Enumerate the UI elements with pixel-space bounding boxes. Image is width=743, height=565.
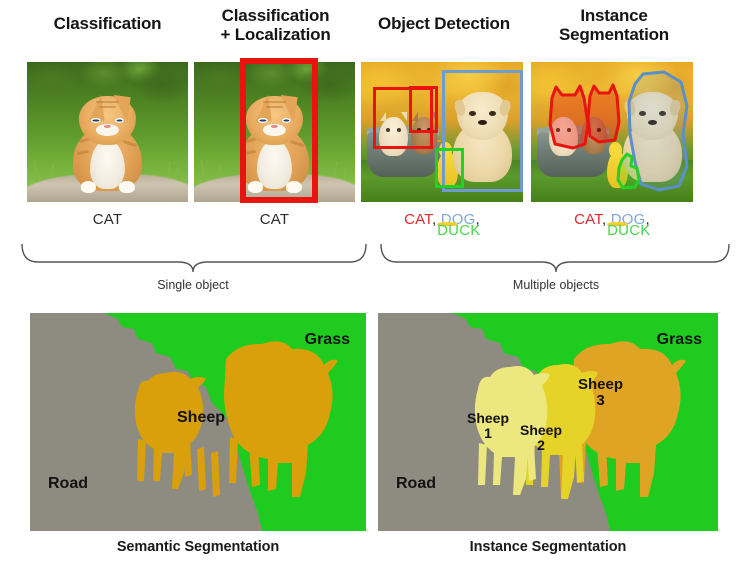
instance-label-sep-2: , xyxy=(645,211,650,228)
kitten-subject xyxy=(62,84,152,193)
dog-puppy xyxy=(617,90,688,183)
kitten-scene xyxy=(194,62,355,202)
region-sheep-shape xyxy=(134,341,338,497)
detection-label-duck: DUCK xyxy=(437,221,481,239)
photo-instance-segmentation xyxy=(531,62,693,202)
region-label-grass: Grass xyxy=(304,331,350,348)
class-label-classification-localization: CAT xyxy=(259,211,290,228)
class-label-instance-segmentation: CAT, DOG, DUCK xyxy=(531,211,693,239)
bounding-box-cat xyxy=(240,58,318,203)
instance-mask-overlay xyxy=(548,70,689,192)
group-braces xyxy=(21,243,730,273)
heading-line-1: Classification xyxy=(221,6,330,25)
mask-duck xyxy=(616,152,641,190)
detection-label-sep-2: , xyxy=(475,211,480,228)
region-label-sheep-3: Sheep 3 xyxy=(578,376,624,409)
cat-left xyxy=(378,111,408,156)
mask-dog xyxy=(627,70,689,192)
bounding-box-dog xyxy=(442,70,523,192)
photo-classification xyxy=(27,62,188,202)
caption-semantic-segmentation: Semantic Segmentation xyxy=(116,539,280,555)
region-label-road: Road xyxy=(396,475,436,492)
heading-line-1: Instance xyxy=(580,6,648,25)
region-label-road: Road xyxy=(48,475,88,492)
mask-cat-right xyxy=(586,83,621,144)
panel-instance-segmentation-bottom: Grass Road Sheep 1 Sheep 2 Sheep 3 xyxy=(378,313,718,531)
instance-label-sep-1: , xyxy=(601,211,611,228)
panel-semantic-segmentation: Grass Road Sheep xyxy=(30,313,366,531)
kitten-subject xyxy=(229,84,319,193)
region-label-sheep-1: Sheep 1 xyxy=(467,410,510,441)
class-label-object-detection: CAT, DOG, DUCK xyxy=(361,211,523,239)
column-heading-object-detection: Object Detection xyxy=(360,14,528,33)
region-label-sheep-2: Sheep 2 xyxy=(520,422,563,453)
heading-line-2: Segmentation xyxy=(558,25,669,44)
pets-scene xyxy=(531,62,693,202)
column-heading-classification-localization: Classification + Localization xyxy=(193,6,358,44)
photo-object-detection xyxy=(361,62,523,202)
bounding-box-cat-right xyxy=(409,86,438,133)
region-sheep-1-shape xyxy=(474,366,550,495)
heading-line-1: Classification xyxy=(53,14,162,33)
photo-classification-localization xyxy=(194,62,355,202)
region-label-grass: Grass xyxy=(656,331,702,348)
heading-line-2: + Localization xyxy=(220,25,331,44)
detection-label-sep-1: , xyxy=(431,211,441,228)
kitten-scene xyxy=(27,62,188,202)
bounding-box-duck xyxy=(435,148,464,188)
brace-label-multiple-objects: Multiple objects xyxy=(512,278,600,292)
heading-line-1: Object Detection xyxy=(378,14,510,33)
instance-label-duck: DUCK xyxy=(607,221,651,239)
bounding-box-cat-left xyxy=(373,87,433,149)
column-heading-classification: Classification xyxy=(27,14,188,33)
class-label-classification: CAT xyxy=(92,211,123,228)
instance-label-cat: CAT xyxy=(574,211,602,228)
detection-label-cat: CAT xyxy=(404,211,432,228)
mask-cat-left xyxy=(548,84,590,150)
caption-instance-segmentation-bottom: Instance Segmentation xyxy=(469,539,627,555)
brace-multiple-objects xyxy=(380,243,730,273)
brace-label-single-object: Single object xyxy=(157,278,229,292)
column-heading-instance-segmentation: Instance Segmentation xyxy=(530,6,698,44)
brace-single-object xyxy=(21,243,367,273)
region-label-sheep: Sheep xyxy=(177,409,226,426)
